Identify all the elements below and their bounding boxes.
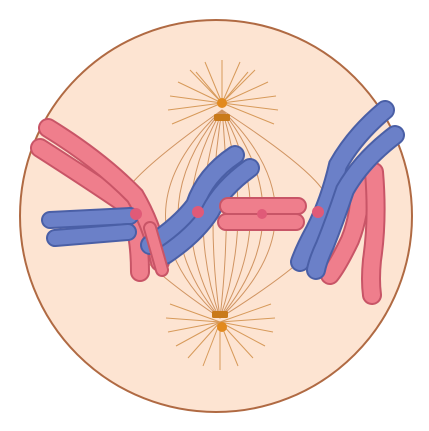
top-centrosome [217, 98, 227, 108]
centromere-3 [257, 209, 267, 219]
centromere-2 [192, 206, 204, 218]
centromere-4 [312, 206, 324, 218]
centromere-1 [130, 208, 142, 220]
chromosome-pair-3 [226, 206, 298, 222]
top-centriole [214, 114, 230, 121]
bottom-centrosome [217, 322, 227, 332]
bottom-centriole [212, 311, 228, 318]
